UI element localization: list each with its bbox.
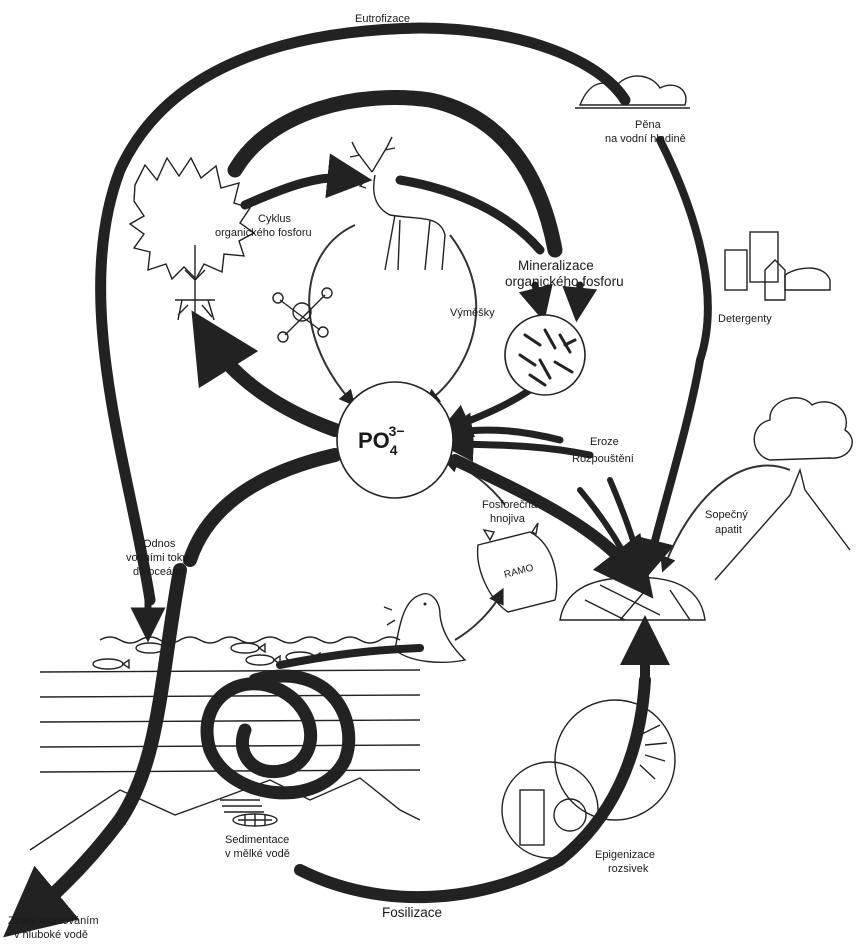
label-odnos: Odnos [143, 538, 176, 550]
deep-loss-arrow [30, 570, 180, 915]
deer-icon [350, 137, 445, 270]
label-ztraty: Ztráty usazováním [8, 915, 98, 927]
sediment-fossil-icon [233, 814, 277, 826]
bird-to-fertilizer-arrow [455, 595, 500, 640]
label-odnos-2: vodními toky [126, 552, 188, 564]
detergents-icon [725, 232, 830, 300]
erosion-to-po4-arrow-2 [456, 444, 590, 455]
label-rozsivek: rozsivek [608, 863, 649, 875]
deer-to-mineralization-arrow [400, 180, 540, 250]
erosion-to-po4-arrow-1 [455, 430, 560, 440]
po4-node: PO43− [337, 382, 453, 498]
bones-icon [273, 288, 332, 342]
label-mineralizace-2: organického fosforu [505, 274, 624, 289]
label-vymesky: Výměšky [450, 307, 495, 319]
label-mineralizace: Mineralizace [518, 258, 594, 273]
label-sopecny: Sopečný [705, 509, 748, 521]
label-sedimentace-2: v mělké vodě [225, 848, 290, 860]
po4-to-rocks-arrow [455, 460, 635, 575]
po4-to-plant-arrow [210, 340, 335, 430]
plant-icon [130, 158, 254, 325]
ocean [30, 637, 420, 850]
plant-to-deer-arrow [245, 177, 350, 205]
bag-label: RAMO [503, 562, 535, 580]
label-pena-2: na vodní hladině [605, 133, 686, 145]
label-pena: Pěna [635, 119, 662, 131]
label-eroze: Eroze [590, 436, 619, 448]
label-hnojiva: hnojiva [490, 513, 526, 525]
volcano-icon [715, 398, 852, 580]
ocean-to-bird-arrow [280, 648, 420, 665]
po4-to-river-arrow [190, 455, 335, 560]
bacteria-node [505, 315, 585, 395]
label-fosforecna: Fosforečná [482, 499, 538, 511]
label-cyklus: Cyklus [258, 213, 292, 225]
fertilizer-bag-icon: RAMO [478, 523, 557, 612]
pena-to-detergent-arrow [650, 140, 708, 560]
bacteria-to-po4-arrow [452, 390, 530, 428]
label-rozpousteni: Rozpouštění [572, 453, 634, 465]
label-detergenty: Detergenty [718, 313, 772, 325]
ocean-spiral-arrow [207, 676, 349, 793]
label-ztraty-2: v hluboké vodě [14, 929, 88, 940]
inner-cycle-left-arrow [309, 225, 355, 400]
label-odnos-3: do oceánu [133, 566, 184, 578]
label-epigenizace: Epigenizace [595, 849, 655, 861]
label-cyklus-2: organického fosforu [215, 227, 312, 239]
foam-icon [575, 76, 690, 108]
label-apatit: apatit [715, 524, 742, 536]
label-eutrofizace: Eutrofizace [355, 13, 410, 25]
rocks-icon [560, 577, 705, 620]
label-sedimentace: Sedimentace [225, 834, 289, 846]
label-fosilizace: Fosilizace [382, 905, 442, 920]
